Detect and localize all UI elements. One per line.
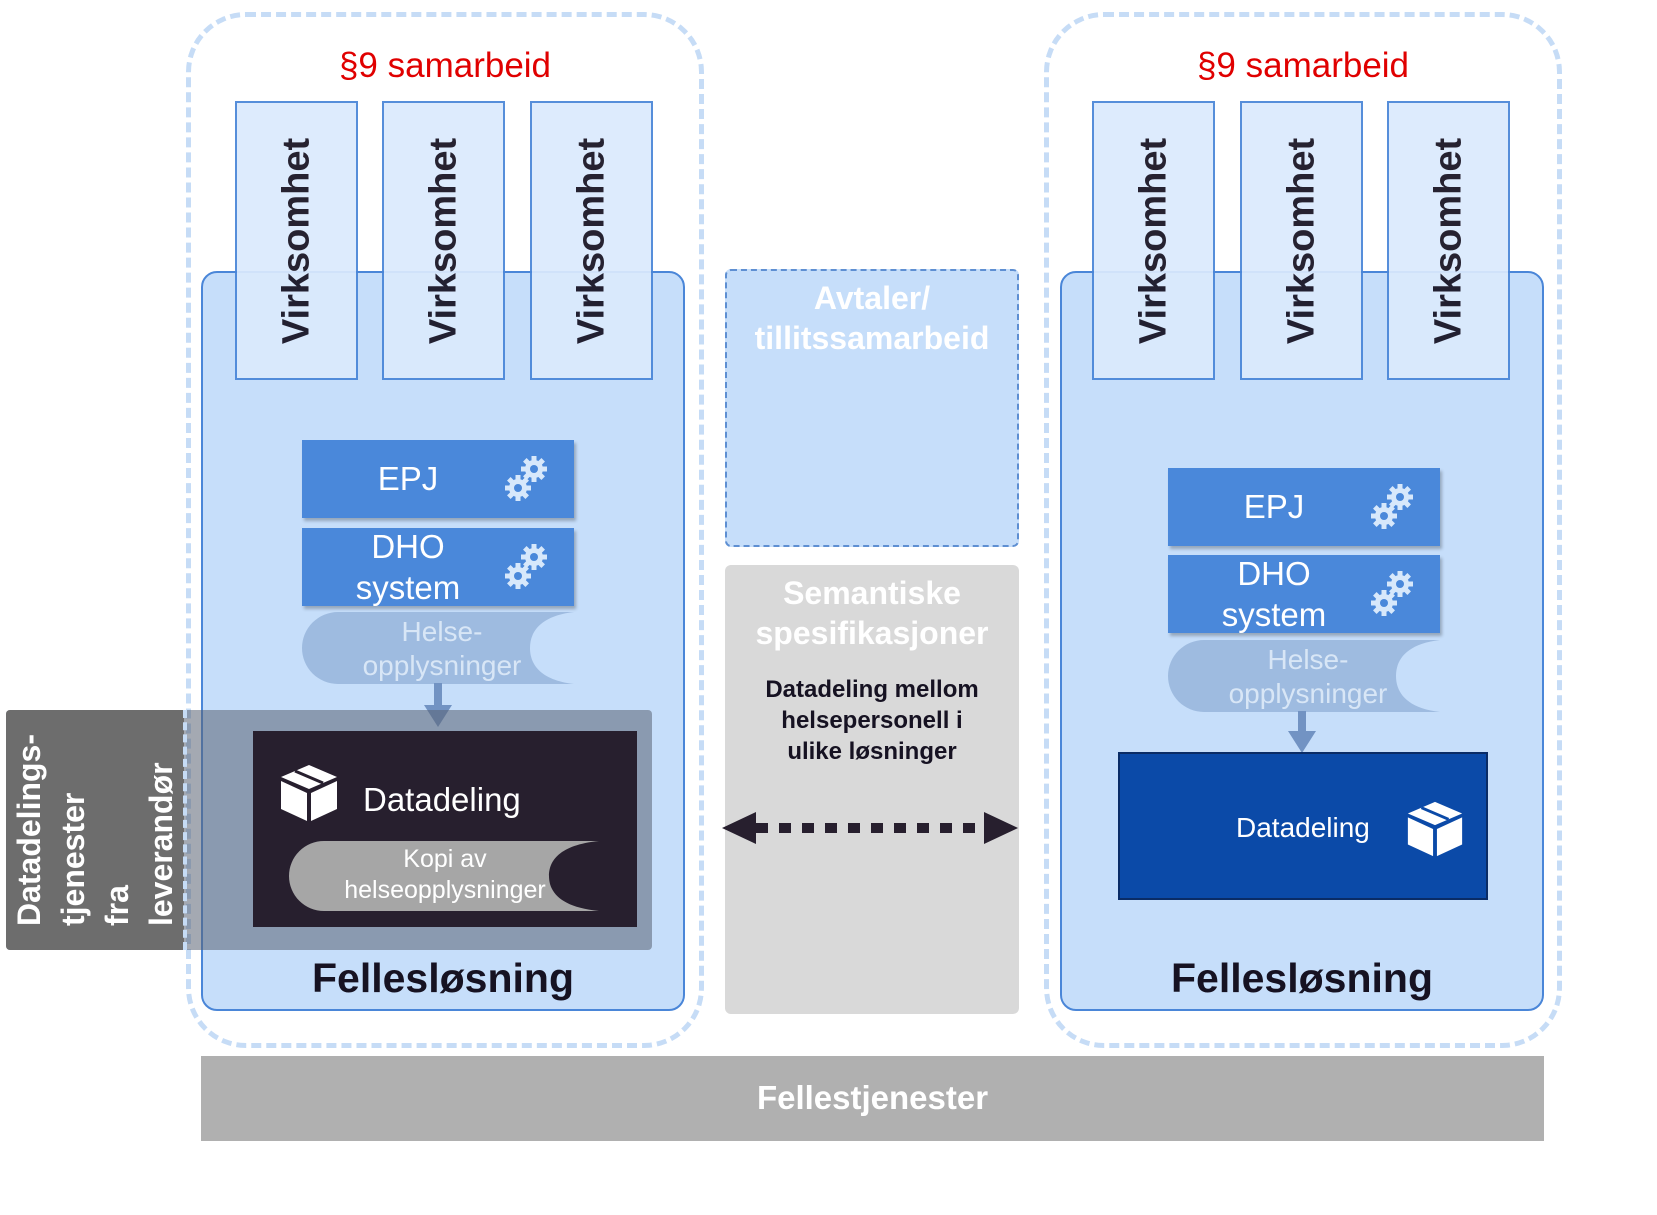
- shared-services-label: Fellestjenester: [756, 1079, 989, 1116]
- agreements-label-line1: Avtaler/: [813, 280, 931, 316]
- left-org-1: Virksomhet: [235, 101, 358, 380]
- vendor-label-line4: leverandør: [143, 762, 179, 927]
- semantics-title-line1: Semantiske: [783, 575, 961, 611]
- gears-icon: [505, 456, 547, 501]
- dho-label-line1: DHO: [1237, 555, 1311, 592]
- vendor-label-line1: Datadelings-: [11, 733, 47, 927]
- right-data-flow-arrow: [1298, 711, 1306, 731]
- left-org-3: Virksomhet: [530, 101, 653, 380]
- right-org-3: Virksomhet: [1387, 101, 1510, 380]
- left-datadeling-box: Datadeling Kopi av helseopplysninger: [253, 731, 637, 927]
- vendor-label-line3: fra: [99, 885, 135, 927]
- left-health-data-store: [302, 612, 574, 684]
- package-icon: [1407, 801, 1463, 857]
- left-group-title: §9 samarbeid: [338, 46, 552, 85]
- gears-icon: [1371, 571, 1413, 616]
- org-label: Virksomhet: [422, 137, 464, 344]
- org-label: Virksomhet: [1280, 137, 1322, 344]
- left-collaboration-boundary: [186, 12, 704, 1048]
- right-dho-box: DHO system: [1168, 555, 1440, 633]
- org-label: Virksomhet: [275, 137, 317, 344]
- left-dho-box: DHO system: [302, 528, 574, 606]
- right-health-data-label2: opplysninger: [1228, 678, 1388, 709]
- left-shared-solution-label: Fellesløsning: [312, 955, 574, 1001]
- agreements-label-line2: tillitssamarbeid: [754, 320, 990, 356]
- right-group-title: §9 samarbeid: [1196, 46, 1410, 85]
- gears-icon: [1371, 484, 1413, 529]
- epj-label: EPJ: [1243, 488, 1305, 525]
- right-health-data-store: [1168, 640, 1440, 712]
- package-icon: [281, 765, 337, 821]
- right-org-2: Virksomhet: [1240, 101, 1363, 380]
- vendor-services-label: Datadelings- tjenester fra leverandør: [7, 734, 183, 926]
- vendor-services-tab: [6, 710, 184, 950]
- gears-icon: [505, 544, 547, 589]
- semantics-box: [725, 565, 1019, 1014]
- semantics-body-line3: ulike løsninger: [787, 738, 957, 765]
- right-epj-box: EPJ: [1168, 468, 1440, 546]
- right-collaboration-boundary: [1044, 12, 1562, 1048]
- left-datadeling-label: Datadeling: [363, 781, 521, 818]
- right-datadeling-label: Datadeling: [1236, 812, 1370, 843]
- vendor-label-line2: tjenester: [55, 792, 91, 927]
- semantics-body-line1: Datadeling mellom: [765, 676, 979, 703]
- dho-label-line2: system: [1221, 596, 1327, 633]
- semantics-title-line2: spesifikasjoner: [755, 615, 989, 651]
- shared-services-bar: [201, 1056, 1544, 1141]
- right-org-1: Virksomhet: [1092, 101, 1215, 380]
- left-data-flow-arrow: [434, 683, 442, 705]
- org-label: Virksomhet: [570, 137, 612, 344]
- copy-health-data-store: [289, 841, 599, 911]
- org-label: Virksomhet: [1427, 137, 1469, 344]
- left-health-data-label1: Helse-: [401, 616, 483, 647]
- right-datadeling-box: Datadeling: [1118, 752, 1488, 900]
- vendor-tab-divider: [183, 710, 187, 950]
- agreements-box: [725, 269, 1019, 547]
- org-label: Virksomhet: [1132, 137, 1174, 344]
- left-epj-box: EPJ: [302, 440, 574, 518]
- semantics-body-line2: helsepersonell i: [781, 707, 963, 734]
- left-org-2: Virksomhet: [382, 101, 505, 380]
- right-data-flow-arrowhead: [1288, 731, 1316, 753]
- copy-label-line2: helseopplysninger: [344, 876, 546, 904]
- right-health-data-label1: Helse-: [1267, 644, 1349, 675]
- copy-label-line1: Kopi av: [403, 845, 487, 873]
- right-shared-solution-label: Fellesløsning: [1171, 955, 1433, 1001]
- bidirectional-data-sharing-arrow: [722, 812, 1018, 844]
- dho-label-line1: DHO: [371, 528, 445, 565]
- dho-label-line2: system: [355, 569, 461, 606]
- epj-label: EPJ: [377, 460, 439, 497]
- left-health-data-label2: opplysninger: [362, 650, 522, 681]
